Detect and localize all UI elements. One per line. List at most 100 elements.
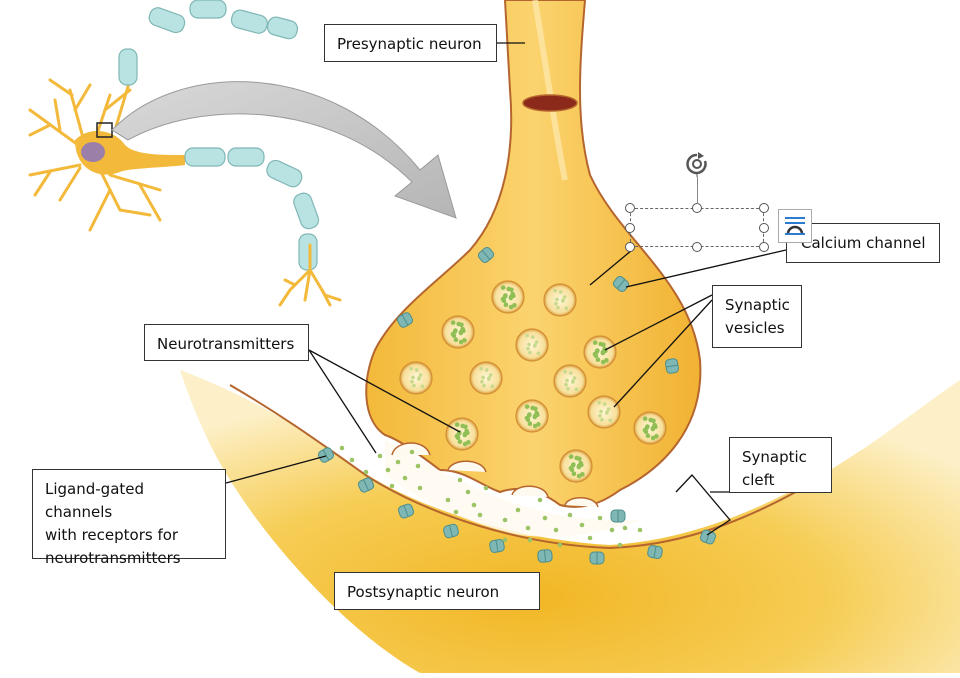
synaptic-vesicle	[469, 361, 503, 395]
neurotransmitter-dot	[385, 467, 391, 473]
synaptic-vesicle	[553, 364, 587, 398]
neurotransmitter-dot	[525, 525, 531, 531]
label-synaptic-vesicles[interactable]: Synaptic vesicles	[712, 285, 802, 348]
label-text-line: neurotransmitters	[45, 549, 181, 567]
synaptic-vesicle	[445, 417, 479, 451]
neurotransmitter-dot	[483, 485, 489, 491]
myelin-segment	[266, 16, 299, 40]
membrane-channel	[647, 545, 663, 559]
neurotransmitter-dot	[527, 537, 533, 543]
label-text-line: Synaptic	[742, 448, 807, 466]
neurotransmitter-dot	[415, 463, 421, 469]
membrane-channel	[537, 549, 553, 563]
neurotransmitter-dot	[402, 475, 408, 481]
neurotransmitter-dot	[477, 512, 483, 518]
neurotransmitter-dot	[417, 485, 423, 491]
neurotransmitter-dot	[349, 457, 355, 463]
synaptic-vesicle	[587, 395, 621, 429]
myelin-segment	[230, 9, 268, 34]
membrane-channel	[443, 523, 459, 539]
neurotransmitter-dot	[502, 517, 508, 523]
myelinated-axon	[118, 0, 320, 271]
rotate-handle-icon[interactable]	[684, 151, 710, 177]
neurotransmitter-dot	[542, 515, 548, 521]
postsynaptic-membrane	[229, 384, 831, 550]
label-presynaptic-neuron[interactable]: Presynaptic neuron	[324, 24, 497, 62]
neurotransmitter-dot	[377, 453, 383, 459]
neurotransmitter-dot	[622, 525, 628, 531]
myelin-segment	[293, 192, 320, 230]
label-text-line: Synaptic	[725, 296, 790, 314]
resize-handle-tr[interactable]	[759, 203, 769, 213]
neurotransmitter-dot	[339, 445, 345, 451]
label-text: Calcium channel	[801, 234, 926, 252]
neurotransmitter-dot	[409, 449, 415, 455]
nucleus	[81, 142, 105, 162]
membrane-channel	[489, 539, 505, 553]
resize-handle-tl[interactable]	[625, 203, 635, 213]
neurotransmitter-dot	[579, 522, 585, 528]
membrane-channel	[612, 276, 630, 292]
myelin-segment	[266, 159, 303, 188]
neurotransmitter-dot	[597, 515, 603, 521]
label-ligand-gated-channels[interactable]: Ligand-gated channels with receptors for…	[32, 469, 226, 567]
neurotransmitter-dot	[617, 542, 623, 548]
membrane-channel	[317, 447, 335, 463]
label-neurotransmitters[interactable]: Neurotransmitters	[144, 324, 309, 361]
synaptic-vesicle	[399, 361, 433, 395]
neurotransmitter-dot	[457, 477, 463, 483]
label-text-line: cleft	[742, 471, 775, 489]
membrane-channel	[589, 551, 605, 565]
label-text: Presynaptic neuron	[337, 35, 482, 53]
myelin-segment	[184, 147, 226, 167]
neurotransmitter-dot	[515, 507, 521, 513]
resize-handle-bm[interactable]	[692, 242, 702, 252]
synaptic-vesicle	[441, 315, 475, 349]
synaptic-vesicle	[633, 411, 667, 445]
membrane-channel	[610, 509, 626, 523]
neurotransmitter-dot	[363, 469, 369, 475]
resize-handle-mr[interactable]	[759, 223, 769, 233]
myelin-segment	[148, 7, 186, 34]
resize-handle-tm[interactable]	[692, 203, 702, 213]
label-text-line: with receptors for	[45, 526, 179, 544]
neurotransmitter-dot	[637, 527, 643, 533]
fused-vesicles	[391, 442, 599, 508]
synaptic-vesicle	[491, 280, 525, 314]
neurotransmitter-dot	[502, 537, 508, 543]
synaptic-vesicle	[543, 283, 577, 317]
layout-options-icon[interactable]	[778, 209, 812, 243]
neurotransmitter-dot	[389, 483, 395, 489]
myelin-segment	[189, 0, 227, 19]
neurotransmitter-dot	[395, 459, 401, 465]
axon-cut-opening	[522, 94, 578, 112]
resize-handle-bl[interactable]	[625, 242, 635, 252]
label-text-line: vesicles	[725, 319, 785, 337]
presynaptic-highlight	[532, 0, 568, 181]
resize-handle-ml[interactable]	[625, 223, 635, 233]
synaptic-vesicle	[559, 449, 593, 483]
label-synaptic-cleft[interactable]: Synaptic cleft	[729, 437, 832, 493]
neurotransmitter-dot	[587, 535, 593, 541]
neurotransmitter-dot	[537, 497, 543, 503]
neurotransmitter-dot	[567, 512, 573, 518]
synaptic-vesicle-group	[399, 280, 667, 483]
membrane-channel	[357, 477, 375, 493]
myelin-segment	[298, 233, 318, 271]
myelin-segment	[118, 48, 138, 86]
membrane-channel	[396, 312, 414, 328]
synaptic-vesicle	[515, 328, 549, 362]
membrane-channels	[317, 247, 717, 565]
released-neurotransmitters	[339, 445, 643, 548]
membrane-channel	[397, 503, 415, 519]
rotate-connector	[697, 177, 698, 204]
label-text: Postsynaptic neuron	[347, 583, 500, 601]
axon-terminals	[278, 243, 342, 307]
neurotransmitter-dot	[557, 542, 563, 548]
membrane-channel	[477, 247, 495, 263]
myelin-segment	[227, 147, 265, 167]
label-text: Neurotransmitters	[157, 335, 295, 353]
label-postsynaptic-neuron[interactable]: Postsynaptic neuron	[334, 572, 540, 610]
resize-handle-br[interactable]	[759, 242, 769, 252]
